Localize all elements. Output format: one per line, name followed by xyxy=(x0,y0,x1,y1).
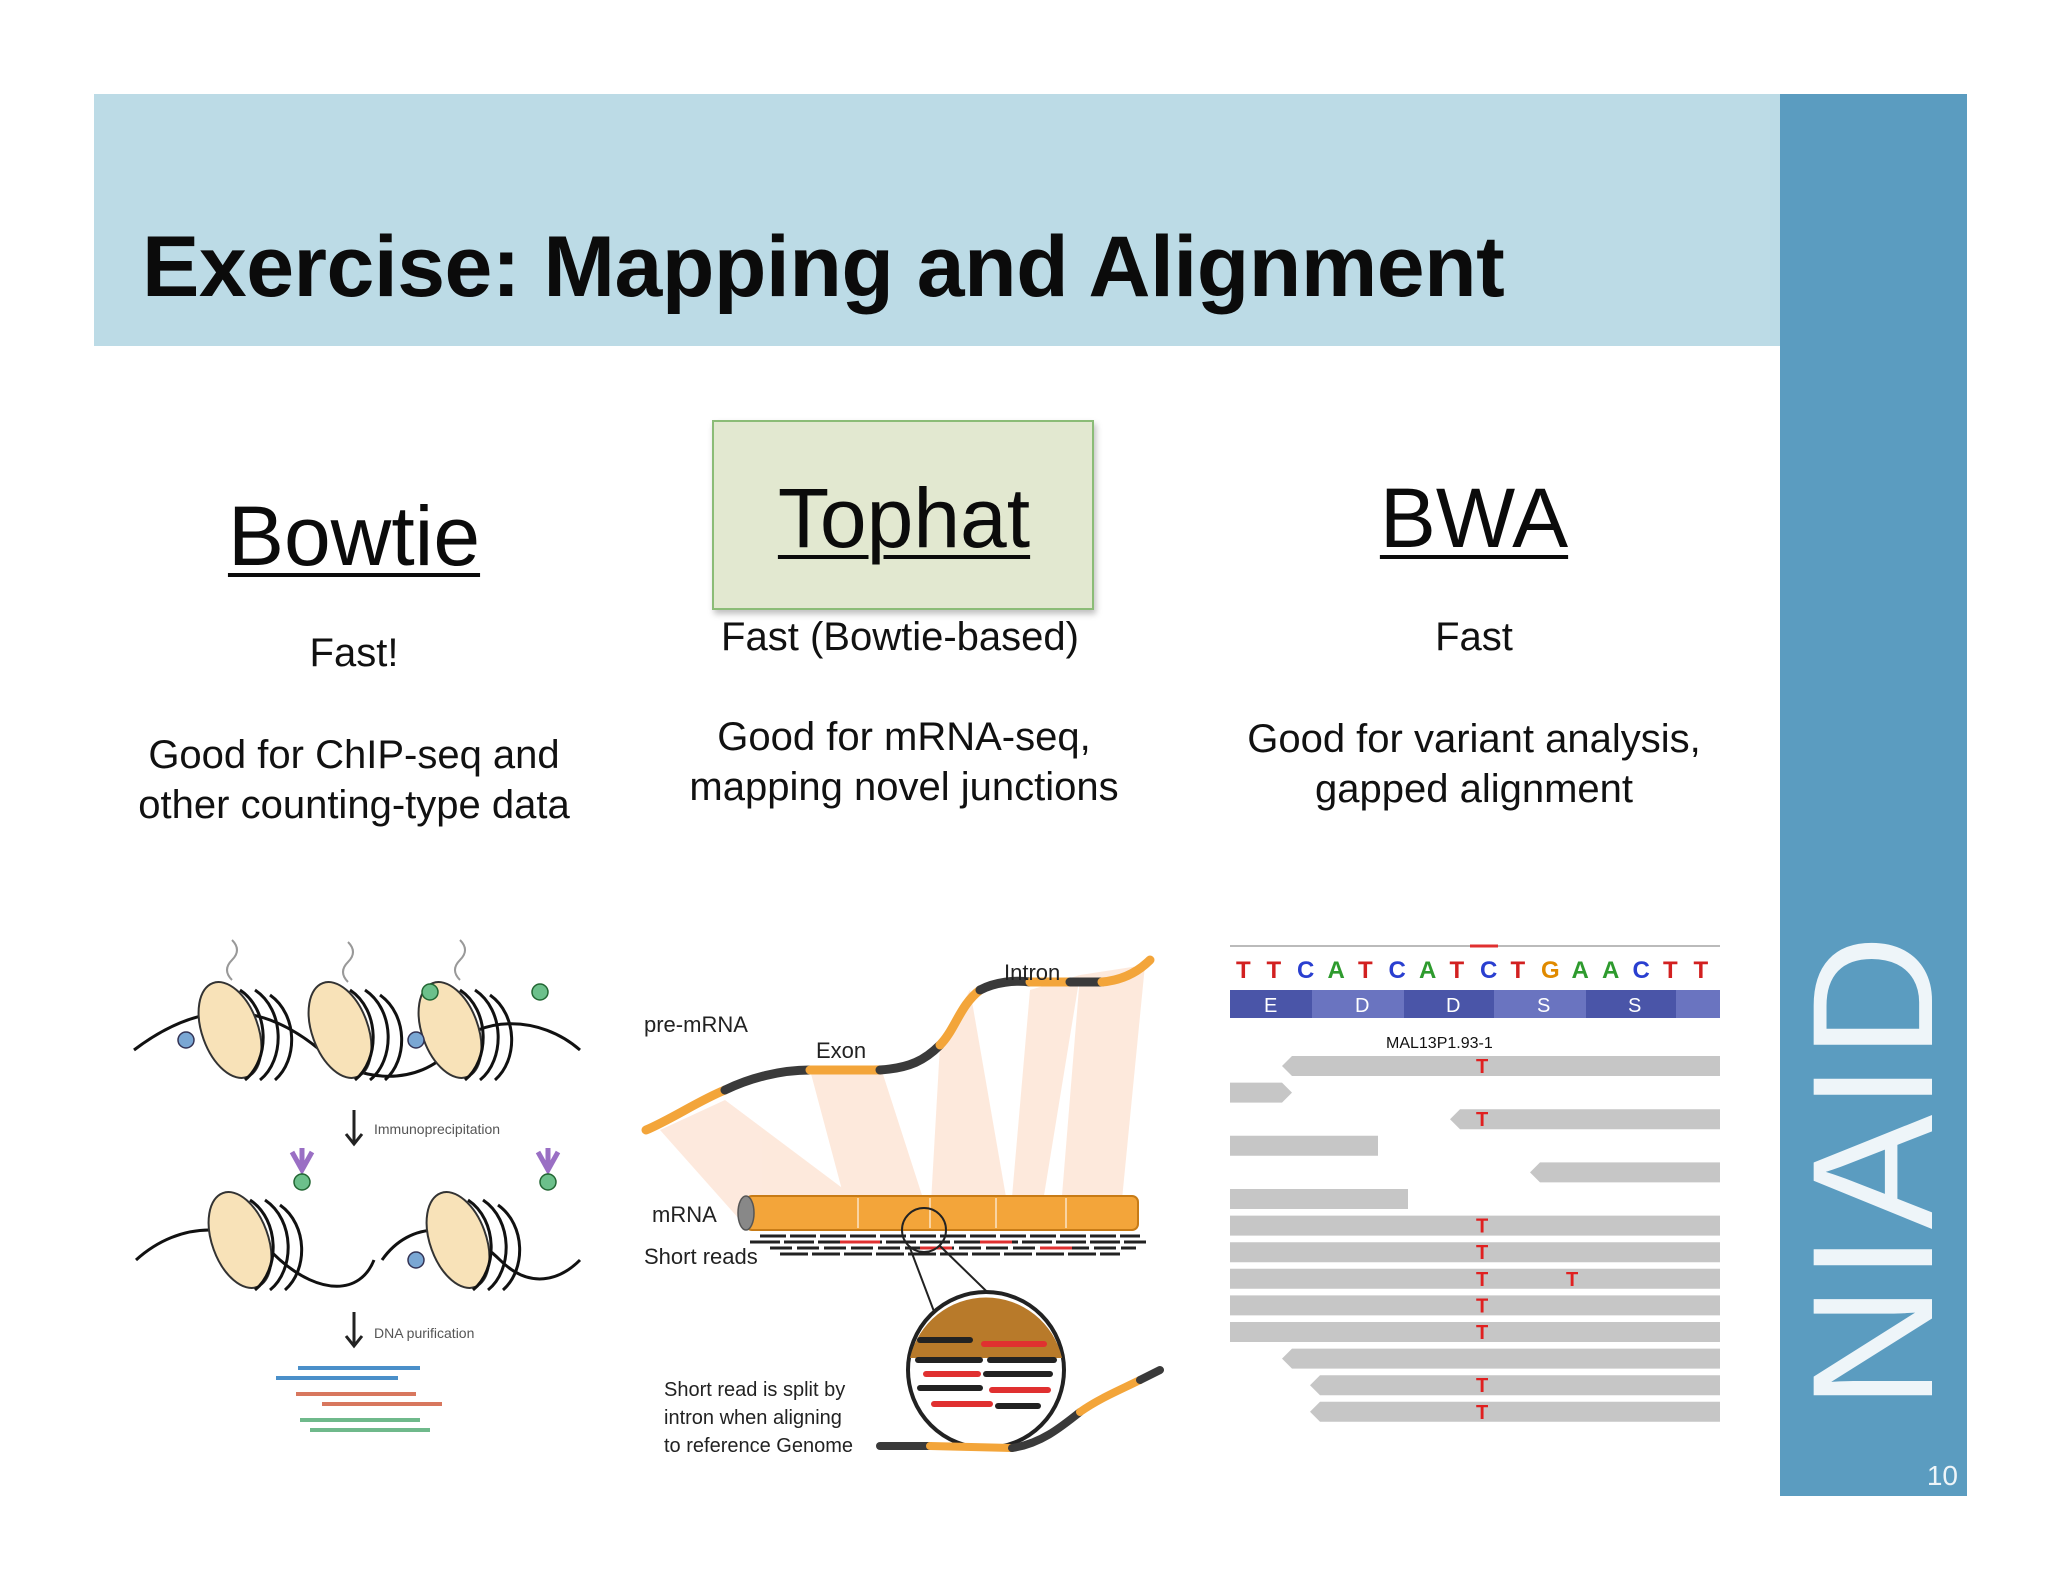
aligned-read xyxy=(1230,1082,1292,1103)
dna-fragments xyxy=(276,1366,442,1432)
mrna-label: mRNA xyxy=(652,1202,717,1227)
slide-title: Exercise: Mapping and Alignment xyxy=(142,219,1505,315)
reference-base: C xyxy=(1480,957,1497,984)
page-number: 10 xyxy=(1926,1460,1958,1491)
side-band xyxy=(1780,94,1967,1496)
aligned-read xyxy=(1282,1348,1720,1369)
aligned-read xyxy=(1282,1056,1720,1076)
aligned-read xyxy=(1530,1162,1720,1183)
variant-base: T xyxy=(1476,1402,1488,1424)
amino-acid-label: D xyxy=(1355,995,1369,1017)
reference-base: G xyxy=(1541,957,1560,984)
reference-base: T xyxy=(1663,957,1678,984)
reference-base: C xyxy=(1389,957,1406,984)
tophat-speed: Fast (Bowtie-based) xyxy=(721,615,1079,659)
pre-mrna-strand xyxy=(641,955,1155,1135)
tophat-figure: pre-mRNA Exon Intron mRNA Short reads xyxy=(641,955,1164,1457)
aligned-read xyxy=(1230,1295,1720,1316)
variant-base: T xyxy=(1476,1109,1488,1131)
amino-acid-label: S xyxy=(1628,995,1641,1017)
reference-base: T xyxy=(1236,957,1251,984)
reference-base: T xyxy=(1694,957,1709,984)
niaid-logo: NIAID xyxy=(1777,930,1969,1410)
aligned-reads: TTTTTTTTTTTT xyxy=(1230,1056,1720,1424)
nucleosome-dna-middle xyxy=(134,1228,582,1288)
amino-acid-track xyxy=(1230,990,1720,1018)
reference-base: A xyxy=(1419,957,1436,984)
reference-base: C xyxy=(1297,957,1314,984)
amino-acid-label: D xyxy=(1446,995,1460,1017)
tool-title-bwa: BWA xyxy=(1379,471,1569,565)
nucleosomes-top xyxy=(177,939,549,1082)
short-reads-bars xyxy=(750,1234,1146,1256)
variant-base: T xyxy=(1566,1269,1578,1291)
tophat-caption-line1: Short read is split by xyxy=(664,1379,845,1401)
tophat-caption-line2: intron when aligning xyxy=(664,1407,842,1429)
nucleosomes-middle xyxy=(207,1148,561,1292)
reference-base: A xyxy=(1572,957,1589,984)
variant-base: T xyxy=(1476,1242,1488,1264)
amino-acid-label: E xyxy=(1264,995,1277,1017)
aligned-read xyxy=(1230,1189,1408,1209)
intron-label: Intron xyxy=(1004,960,1060,985)
variant-base: T xyxy=(1476,1216,1488,1238)
aligned-read xyxy=(1310,1401,1720,1422)
variant-base: T xyxy=(1476,1056,1488,1078)
bowtie-speed: Fast! xyxy=(309,631,399,675)
aligned-read xyxy=(1230,1242,1720,1263)
reference-base: T xyxy=(1267,957,1282,984)
bwa-speed: Fast xyxy=(1435,615,1513,659)
tophat-caption-line3: to reference Genome xyxy=(664,1435,853,1457)
reference-base: C xyxy=(1633,957,1650,984)
tophat-highlight-box xyxy=(712,420,1094,610)
tophat-use-line1: Good for mRNA-seq, xyxy=(717,715,1091,759)
header-band xyxy=(94,94,1780,346)
aligned-read xyxy=(1230,1215,1720,1236)
mrna-cylinder xyxy=(737,1195,1139,1231)
antibody-icon xyxy=(289,1148,315,1176)
chip-step2-label: DNA purification xyxy=(374,1325,474,1341)
tool-title-tophat: Tophat xyxy=(777,471,1031,565)
aligned-read xyxy=(1310,1375,1720,1396)
amino-acid-label: S xyxy=(1537,995,1550,1017)
antibody-icon xyxy=(535,1148,561,1176)
gene-label: MAL13P1.93-1 xyxy=(1386,1035,1493,1052)
zoom-lens xyxy=(906,1290,1066,1450)
bwa-use-line1: Good for variant analysis, xyxy=(1247,717,1701,761)
aligned-read xyxy=(1230,1135,1378,1156)
reference-base: T xyxy=(1358,957,1373,984)
reference-base: A xyxy=(1328,957,1345,984)
arrow-down-icon xyxy=(344,1110,364,1147)
bowtie-use-line1: Good for ChIP-seq and xyxy=(148,733,560,777)
zoom-origin-circle xyxy=(901,1207,947,1253)
reference-base: T xyxy=(1450,957,1465,984)
chip-seq-figure: Immunoprecipitation DNA purification xyxy=(133,939,582,1432)
variant-base: T xyxy=(1476,1322,1488,1344)
bwa-use-line2: gapped alignment xyxy=(1314,767,1634,811)
variant-base: T xyxy=(1476,1375,1488,1397)
aligned-read xyxy=(1230,1268,1720,1289)
bowtie-use-line2: other counting-type data xyxy=(138,783,570,827)
variant-base: T xyxy=(1476,1295,1488,1317)
tophat-use-line2: mapping novel junctions xyxy=(689,765,1119,809)
variant-base: T xyxy=(1476,1269,1488,1291)
aligned-read xyxy=(1230,1322,1720,1342)
reference-base: A xyxy=(1602,957,1619,984)
reference-base: T xyxy=(1511,957,1526,984)
reference-genome-strand xyxy=(876,1366,1164,1452)
tool-title-bowtie: Bowtie xyxy=(227,489,481,583)
exon-label: Exon xyxy=(816,1038,866,1063)
aligned-read xyxy=(1450,1109,1720,1130)
arrow-down-icon xyxy=(344,1312,364,1349)
chip-step1-label: Immunoprecipitation xyxy=(374,1121,500,1137)
projection-fans xyxy=(660,965,1145,1220)
short-reads-label: Short reads xyxy=(644,1244,758,1269)
pre-mrna-label: pre-mRNA xyxy=(644,1012,748,1037)
